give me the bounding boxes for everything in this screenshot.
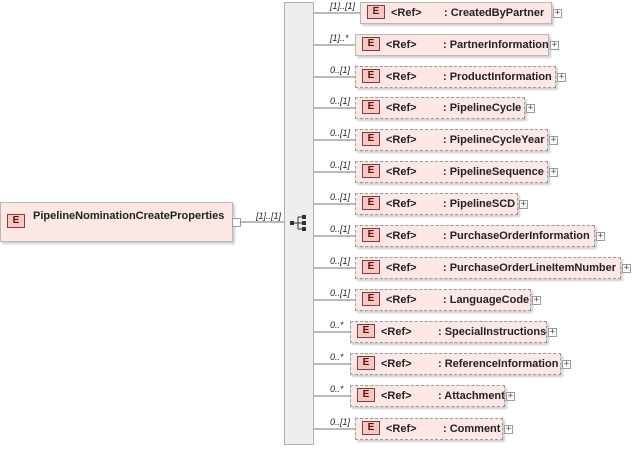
ref-label: <Ref> <box>391 7 422 19</box>
child-element-box[interactable]: E <Ref> : PipelineCycle <box>355 97 525 119</box>
child-multiplicity: 0..[1] <box>330 417 351 427</box>
ref-label: <Ref> <box>386 39 417 51</box>
child-element-name: : Comment <box>443 423 501 435</box>
child-multiplicity: 0..[1] <box>330 160 351 170</box>
element-icon: E <box>7 214 25 228</box>
collapse-toggle[interactable] <box>232 218 241 227</box>
expand-toggle[interactable]: + <box>549 167 558 177</box>
child-element-box[interactable]: E <Ref> : CreatedByPartner <box>360 2 552 24</box>
expand-toggle[interactable]: + <box>557 72 566 82</box>
ref-label: <Ref> <box>386 102 417 114</box>
child-element-name: : SpecialInstructions <box>438 326 547 338</box>
root-element-name: PipelineNominationCreateProperties <box>33 210 225 222</box>
child-multiplicity: 0..[1] <box>330 128 351 138</box>
child-element-box[interactable]: E <Ref> : PurchaseOrderLineItemNumber <box>355 257 621 279</box>
child-element-box[interactable]: E <Ref> : ProductInformation <box>355 66 556 88</box>
expand-toggle[interactable]: + <box>519 199 528 209</box>
expand-toggle[interactable]: + <box>553 8 562 18</box>
child-multiplicity: [1]..* <box>330 33 349 43</box>
child-multiplicity: 0..[1] <box>330 256 351 266</box>
ref-label: <Ref> <box>386 166 417 178</box>
child-multiplicity: 0..[1] <box>330 65 351 75</box>
element-icon: E <box>367 5 385 19</box>
element-icon: E <box>362 69 380 83</box>
child-element-name: : PipelineSequence <box>443 166 544 178</box>
element-icon: E <box>362 260 380 274</box>
element-icon: E <box>362 37 380 51</box>
ref-label: <Ref> <box>386 262 417 274</box>
ref-label: <Ref> <box>386 294 417 306</box>
element-icon: E <box>362 132 380 146</box>
ref-label: <Ref> <box>381 390 412 402</box>
expand-toggle[interactable]: + <box>596 231 605 241</box>
child-multiplicity: 0..* <box>330 384 344 394</box>
child-element-box[interactable]: E <Ref> : ReferenceInformation <box>350 353 561 375</box>
child-element-name: : PurchaseOrderInformation <box>443 230 590 242</box>
ref-label: <Ref> <box>386 198 417 210</box>
element-icon: E <box>362 292 380 306</box>
sequence-icon <box>290 215 306 231</box>
child-element-name: : PipelineCycleYear <box>443 134 545 146</box>
expand-toggle[interactable]: + <box>550 40 559 50</box>
element-icon: E <box>362 196 380 210</box>
child-element-name: : ReferenceInformation <box>438 358 559 370</box>
expand-toggle[interactable]: + <box>549 135 558 145</box>
child-element-name: : LanguageCode <box>443 294 530 306</box>
expand-toggle[interactable]: + <box>504 424 513 434</box>
child-element-name: : PurchaseOrderLineItemNumber <box>443 262 616 274</box>
expand-toggle[interactable]: + <box>526 103 535 113</box>
child-element-name: : PartnerInformation <box>443 39 549 51</box>
element-icon: E <box>357 356 375 370</box>
root-element-box[interactable]: E PipelineNominationCreateProperties <box>0 202 233 242</box>
element-icon: E <box>362 100 380 114</box>
child-multiplicity: 0..[1] <box>330 224 351 234</box>
element-icon: E <box>362 228 380 242</box>
child-element-box[interactable]: E <Ref> : PipelineSCD <box>355 193 518 215</box>
child-element-box[interactable]: E <Ref> : SpecialInstructions <box>350 321 547 343</box>
child-element-name: : CreatedByPartner <box>444 7 545 19</box>
element-icon: E <box>362 421 380 435</box>
child-element-name: : PipelineSCD <box>443 198 516 210</box>
child-element-box[interactable]: E <Ref> : PipelineCycleYear <box>355 129 548 151</box>
element-icon: E <box>357 388 375 402</box>
child-multiplicity: 0..[1] <box>330 96 351 106</box>
ref-label: <Ref> <box>386 134 417 146</box>
ref-label: <Ref> <box>381 326 412 338</box>
expand-toggle[interactable]: + <box>532 295 541 305</box>
ref-label: <Ref> <box>386 71 417 83</box>
ref-label: <Ref> <box>386 230 417 242</box>
child-element-name: : ProductInformation <box>443 71 552 83</box>
root-multiplicity: [1]..[1] <box>256 211 282 221</box>
child-element-box[interactable]: E <Ref> : PipelineSequence <box>355 161 548 183</box>
child-element-name: : Attachment <box>438 390 505 402</box>
child-element-box[interactable]: E <Ref> : PurchaseOrderInformation <box>355 225 595 247</box>
ref-label: <Ref> <box>386 423 417 435</box>
child-multiplicity: [1]..[1] <box>330 1 356 11</box>
element-icon: E <box>357 324 375 338</box>
expand-toggle[interactable]: + <box>562 359 571 369</box>
element-icon: E <box>362 164 380 178</box>
child-multiplicity: 0..[1] <box>330 192 351 202</box>
expand-toggle[interactable]: + <box>506 391 515 401</box>
expand-toggle[interactable]: + <box>548 327 557 337</box>
child-element-box[interactable]: E <Ref> : PartnerInformation <box>355 34 549 56</box>
child-element-name: : PipelineCycle <box>443 102 522 114</box>
child-element-box[interactable]: E <Ref> : LanguageCode <box>355 289 531 311</box>
expand-toggle[interactable]: + <box>622 263 631 273</box>
child-multiplicity: 0..* <box>330 352 344 362</box>
child-multiplicity: 0..[1] <box>330 288 351 298</box>
child-element-box[interactable]: E <Ref> : Attachment <box>350 385 505 407</box>
child-element-box[interactable]: E <Ref> : Comment <box>355 418 503 440</box>
child-multiplicity: 0..* <box>330 320 344 330</box>
ref-label: <Ref> <box>381 358 412 370</box>
